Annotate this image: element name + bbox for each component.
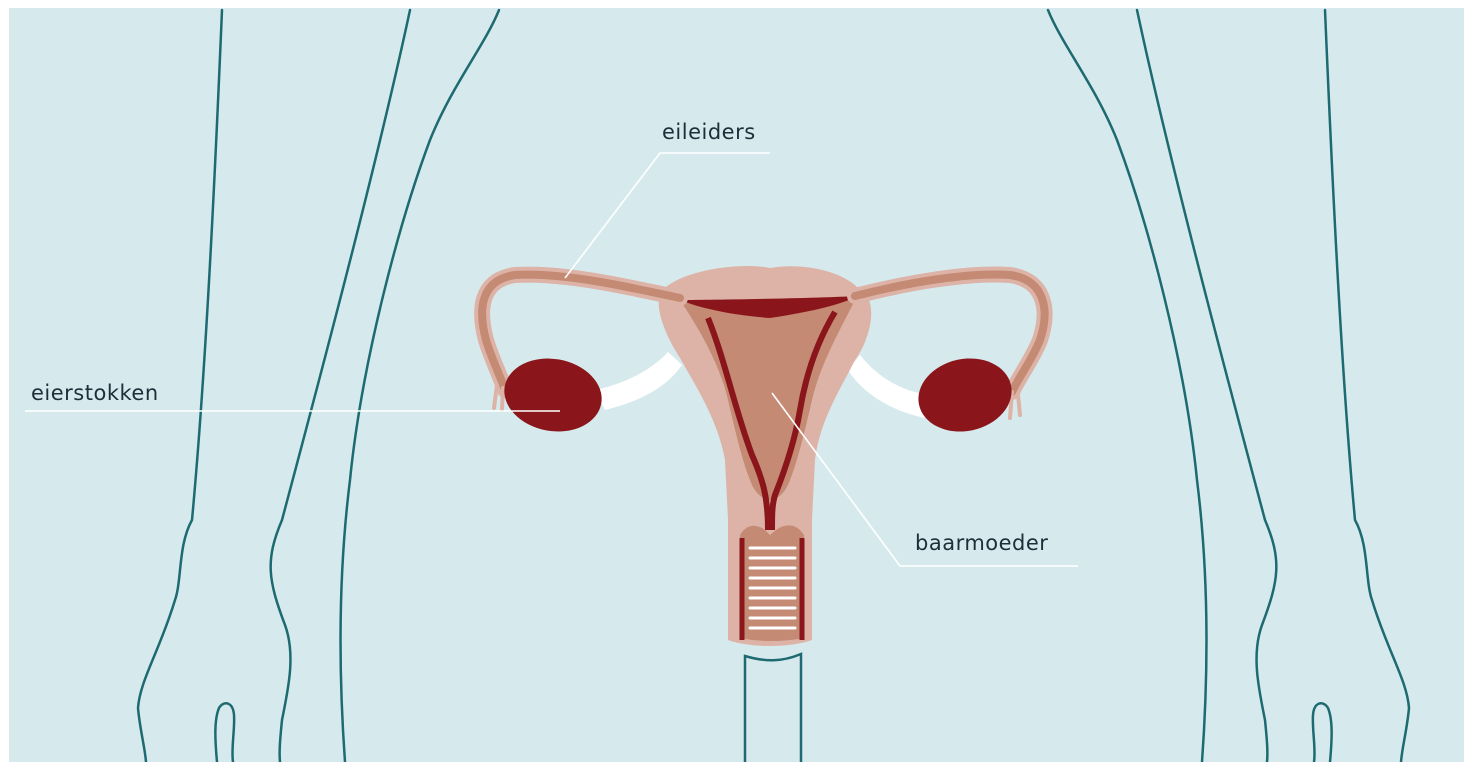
label-eileiders: eileiders bbox=[662, 120, 756, 144]
cervix bbox=[740, 525, 804, 641]
label-eierstokken: eierstokken bbox=[31, 381, 159, 405]
label-baarmoeder: baarmoeder bbox=[915, 531, 1048, 555]
